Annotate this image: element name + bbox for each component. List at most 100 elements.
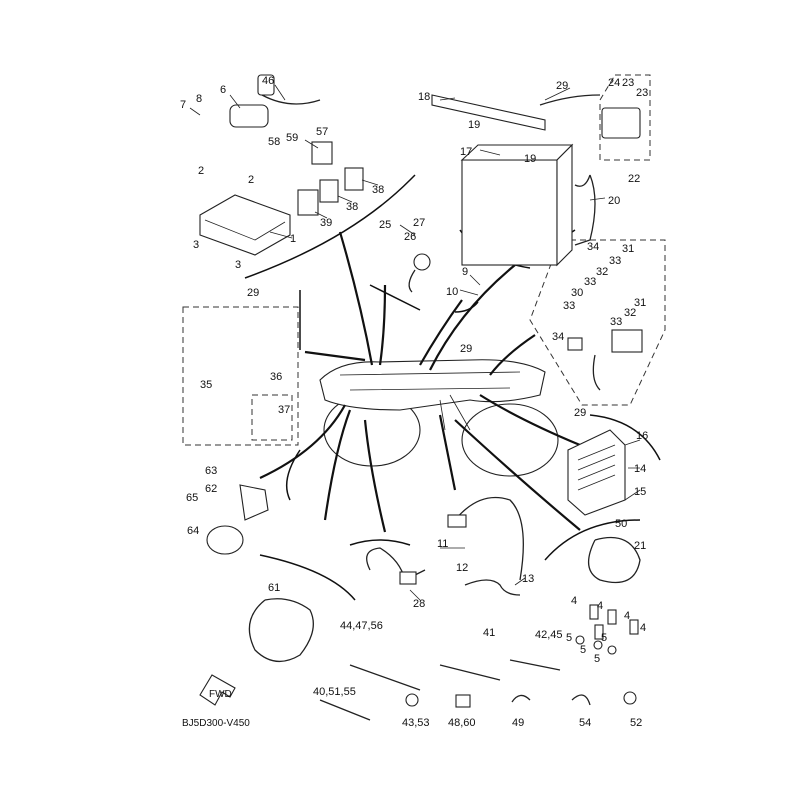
callout-5a: 5 (566, 632, 572, 644)
callout-33d: 33 (610, 316, 622, 328)
callout-34b: 34 (552, 331, 564, 343)
diagram-code: BJ5D300-V450 (182, 718, 250, 729)
callout-2b: 2 (248, 174, 254, 186)
callout-3: 3 (193, 239, 199, 251)
label-leaders (189, 84, 641, 601)
callout-16: 16 (636, 430, 648, 442)
fuse-box (567, 329, 643, 391)
callout-8: 8 (196, 93, 202, 105)
callout-4d: 4 (640, 622, 646, 634)
group-boundaries (244, 174, 661, 601)
ground-cable-61 (248, 598, 314, 662)
callout-28: 28 (413, 598, 425, 610)
callouts: 46 6 7 8 59 58 57 2 2 38 38 39 1 3 3 25 … (180, 75, 648, 729)
callout-27: 27 (413, 217, 425, 229)
callout-30: 30 (571, 287, 583, 299)
callout-36: 36 (270, 371, 282, 383)
fwd-arrow-icon: FWD (199, 674, 236, 706)
callout-19: 19 (468, 119, 480, 131)
callout-1: 1 (290, 233, 296, 245)
main-switch (408, 253, 431, 293)
callout-23b: 23 (636, 87, 648, 99)
dashed-group-37 (251, 394, 293, 441)
callout-10: 10 (446, 286, 458, 298)
callout-41: 41 (483, 627, 495, 639)
callout-17: 17 (460, 146, 472, 158)
callout-37: 37 (278, 404, 290, 416)
callout-31: 31 (622, 243, 634, 255)
callout-29-left: 29 (247, 287, 259, 299)
callout-34: 34 (587, 241, 599, 253)
sensor-28 (366, 547, 426, 585)
callout-5c: 5 (580, 644, 586, 656)
callout-42-45: 42,45 (535, 629, 563, 641)
callout-31b: 31 (634, 297, 646, 309)
ignition-coil (229, 74, 321, 128)
callout-40-51-55: 40,51,55 (313, 686, 356, 698)
callout-33b: 33 (584, 276, 596, 288)
callout-23: 23 (622, 77, 634, 89)
callout-7: 7 (180, 99, 186, 111)
callout-20: 20 (608, 195, 620, 207)
callout-65: 65 (186, 492, 198, 504)
fwd-label: FWD (209, 689, 232, 700)
callout-5b: 5 (601, 632, 607, 644)
callout-44-47-56: 44,47,56 (340, 620, 383, 632)
callout-59: 59 (286, 132, 298, 144)
callout-52: 52 (630, 717, 642, 729)
callout-50: 50 (615, 518, 627, 530)
cable-ties (319, 659, 637, 721)
callout-32: 32 (596, 266, 608, 278)
callout-15: 15 (634, 486, 646, 498)
callout-9: 9 (462, 266, 468, 278)
callout-24: 24 (608, 77, 620, 89)
horn (206, 484, 269, 555)
callout-48-60: 48,60 (448, 717, 476, 729)
callout-18: 18 (418, 91, 430, 103)
callout-38b: 38 (346, 201, 358, 213)
callout-35: 35 (200, 379, 212, 391)
callout-43-53: 43,53 (402, 717, 430, 729)
callout-13: 13 (522, 573, 534, 585)
callout-29-top: 29 (556, 80, 568, 92)
callout-29-center: 29 (460, 343, 472, 355)
callout-57: 57 (316, 126, 328, 138)
callout-46: 46 (262, 75, 274, 87)
atv-outline (319, 359, 559, 477)
callout-3b: 3 (235, 259, 241, 271)
callout-21: 21 (634, 540, 646, 552)
wire-harness-sub (447, 496, 524, 596)
callout-38: 38 (372, 184, 384, 196)
callout-11: 11 (437, 538, 448, 550)
callout-33c: 33 (563, 300, 575, 312)
callout-4b: 4 (597, 600, 603, 612)
callout-19b: 19 (524, 153, 536, 165)
callout-62: 62 (205, 483, 217, 495)
ignition-wire-21 (588, 536, 641, 584)
callout-58: 58 (268, 136, 280, 148)
callout-6: 6 (220, 84, 226, 96)
callout-4a: 4 (571, 595, 577, 607)
battery-cables (539, 94, 641, 246)
callout-22: 22 (628, 173, 640, 185)
callout-49: 49 (512, 717, 524, 729)
callout-12: 12 (456, 562, 468, 574)
callout-61: 61 (268, 582, 280, 594)
callout-54: 54 (579, 717, 591, 729)
callout-26: 26 (404, 231, 416, 243)
plugs-4-5 (575, 604, 639, 655)
battery-band (431, 94, 546, 131)
callout-39: 39 (320, 217, 332, 229)
relays (297, 141, 364, 216)
ecu-unit (199, 194, 291, 256)
dashed-group-29-right (529, 239, 666, 406)
callout-25: 25 (379, 219, 391, 231)
callout-32b: 32 (624, 307, 636, 319)
battery (460, 143, 574, 267)
callout-29-right: 29 (574, 407, 586, 419)
dashed-group-22 (599, 74, 651, 161)
callout-14: 14 (634, 463, 646, 475)
callout-63: 63 (205, 465, 217, 477)
